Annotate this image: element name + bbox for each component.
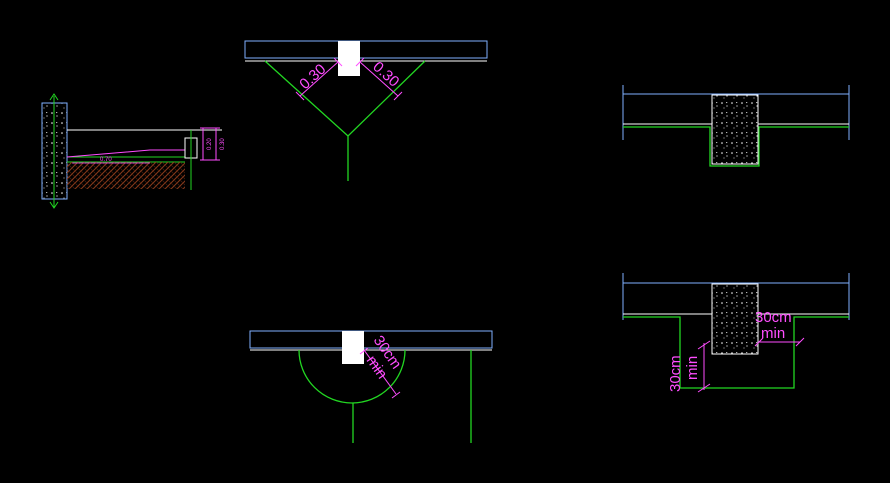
detail-haunch-top: 0.30 0.30 bbox=[244, 40, 488, 181]
beam-concrete-bottom-right bbox=[711, 283, 759, 355]
soil-fill bbox=[67, 162, 185, 189]
beam-core-top bbox=[338, 41, 360, 76]
dim-label-height-2: 0.30 bbox=[220, 138, 226, 150]
detail-wall-section: 0.70 0.20 0.30 bbox=[41, 93, 226, 209]
dim-label-clearance-h-min: min bbox=[761, 325, 785, 342]
detail-haunch-bottom: 30cm min bbox=[249, 330, 493, 443]
dim-label-height-1: 0.20 bbox=[207, 138, 213, 150]
dim-label-haunch-right: 0.30 bbox=[369, 58, 402, 90]
detail-beam-top-right bbox=[622, 85, 850, 167]
beam-core-bottom bbox=[342, 331, 364, 364]
dim-label-clearance-v-min: min bbox=[684, 356, 701, 380]
rounded-haunch-rebar bbox=[298, 349, 406, 404]
dim-label-haunch-left: 0.30 bbox=[296, 61, 329, 93]
dim-label-clearance-v: 30cm bbox=[667, 355, 684, 392]
beam-outline-bottom-right bbox=[623, 316, 849, 389]
detail-beam-bottom-right: 30cm min 30cm min bbox=[622, 273, 850, 393]
slab-top bbox=[244, 40, 488, 59]
dim-label-width: 0.70 bbox=[100, 157, 112, 163]
slab-bottom bbox=[249, 330, 493, 349]
beam-concrete-top-right bbox=[711, 94, 759, 165]
dim-label-clearance-h: 30cm bbox=[755, 309, 792, 326]
beam-outline-top-right bbox=[623, 126, 849, 167]
